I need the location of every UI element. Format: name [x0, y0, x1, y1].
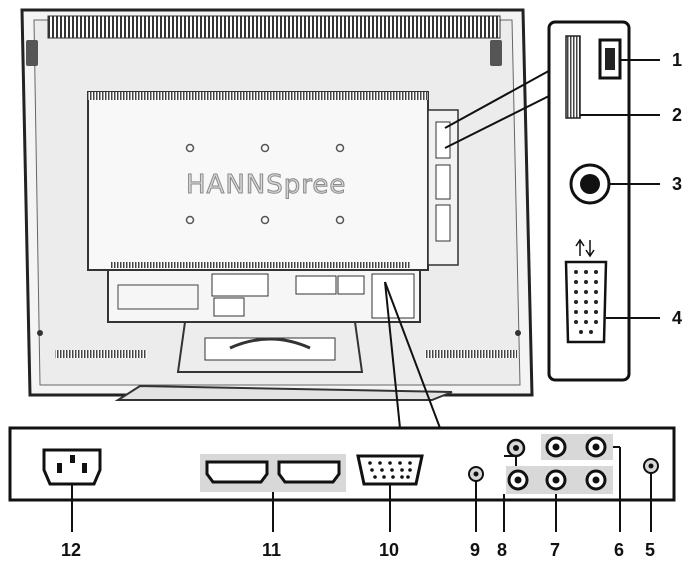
bottom-vent-left	[55, 350, 147, 358]
callout-2: 2	[672, 105, 682, 125]
side-panel-detail	[547, 20, 631, 382]
callout-3: 3	[672, 174, 682, 194]
callout-7: 7	[550, 540, 560, 560]
top-vent	[47, 15, 501, 39]
brand-logo: HANNSpree	[186, 170, 346, 200]
bottom-callout-lines	[384, 281, 441, 429]
tv-stand	[114, 321, 453, 401]
vesa-holes	[185, 143, 345, 225]
bottom-panel-detail	[8, 426, 676, 502]
power-socket	[42, 448, 102, 486]
side-callout-lines	[444, 61, 566, 149]
vga-port	[356, 454, 424, 486]
rear-cover: HANNSpree	[87, 91, 459, 271]
callout-11: 11	[262, 540, 281, 560]
bottom-vent-right	[425, 350, 517, 358]
callout-9: 9	[470, 540, 480, 560]
side-leader-lines	[580, 59, 660, 319]
callout-12: 12	[61, 540, 81, 560]
callout-10: 10	[379, 540, 399, 560]
hdmi-port-1	[205, 460, 269, 484]
scart-arrows-icon	[575, 238, 595, 258]
callout-8: 8	[497, 540, 507, 560]
left-handle	[26, 40, 38, 66]
hdmi-port-2	[277, 460, 341, 484]
bottom-leader-lines	[71, 446, 652, 532]
callout-4: 4	[672, 308, 682, 328]
ci-card-slot	[565, 35, 581, 119]
callout-1: 1	[672, 50, 682, 70]
callout-5: 5	[645, 540, 655, 560]
callout-6: 6	[614, 540, 624, 560]
right-handle	[490, 40, 502, 66]
bottom-connector-bar	[107, 269, 421, 323]
